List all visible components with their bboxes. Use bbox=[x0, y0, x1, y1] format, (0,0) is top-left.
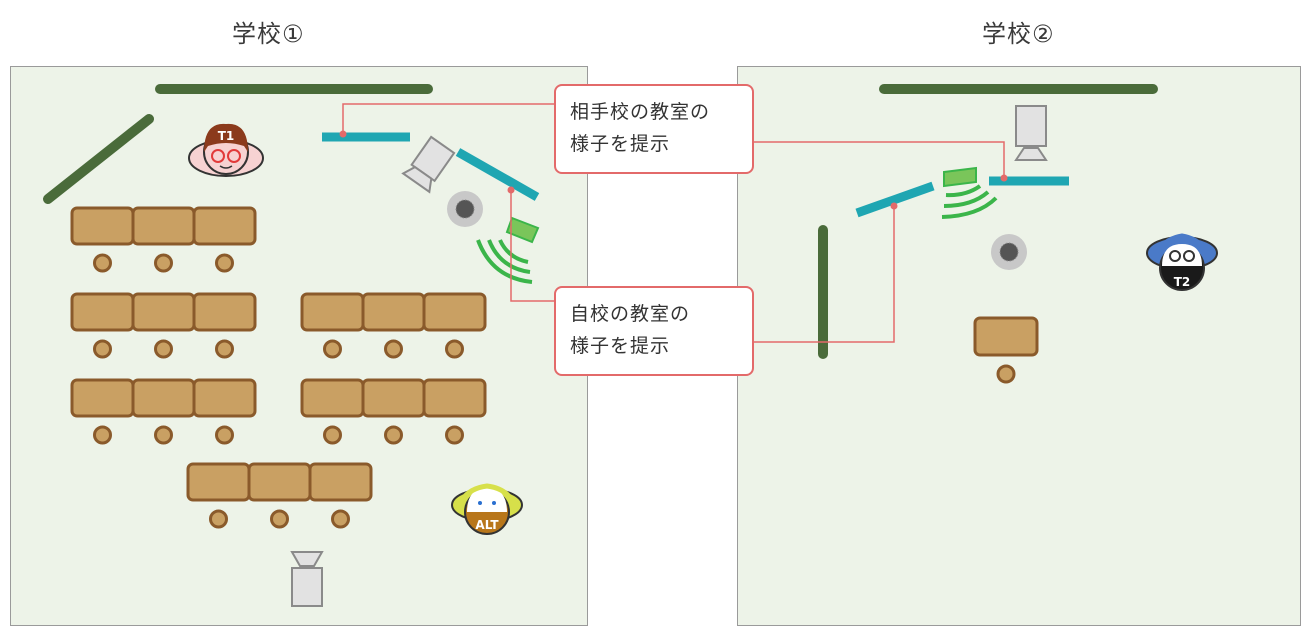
callout-leader-lines bbox=[342, 103, 1005, 343]
student-desk bbox=[300, 292, 365, 332]
speaker-icon bbox=[476, 216, 540, 284]
student-desk bbox=[131, 378, 196, 418]
callout-partner-classroom: 相手校の教室の 様子を提示 bbox=[554, 84, 754, 174]
student-chair bbox=[215, 425, 234, 445]
student-desk bbox=[131, 206, 196, 246]
student-chair bbox=[445, 339, 464, 359]
student-chair bbox=[331, 509, 350, 529]
student-chair bbox=[384, 425, 403, 445]
student-desk bbox=[300, 378, 365, 418]
student-desks bbox=[70, 206, 487, 529]
student-desk bbox=[422, 378, 487, 418]
speaker-icon bbox=[941, 166, 998, 219]
student-chair bbox=[154, 425, 173, 445]
student-desk bbox=[70, 206, 135, 246]
school-1-title: 学校① bbox=[232, 20, 305, 48]
student-chair bbox=[323, 339, 342, 359]
blackboard-side bbox=[43, 114, 154, 204]
student-desk bbox=[192, 206, 257, 246]
camera-icon bbox=[401, 135, 456, 194]
callout-partner-line1: 相手校の教室の bbox=[570, 101, 711, 123]
school-2-title: 学校② bbox=[982, 20, 1055, 48]
student-desk bbox=[70, 378, 135, 418]
alt-teacher-avatar: ALT bbox=[451, 483, 523, 535]
callout-own-classroom: 自校の教室の 様子を提示 bbox=[554, 286, 754, 376]
student-desk bbox=[70, 292, 135, 332]
teacher-t2-avatar: T2 bbox=[1146, 233, 1218, 291]
student-chair bbox=[93, 425, 112, 445]
student-desk bbox=[422, 292, 487, 332]
student-chair bbox=[384, 339, 403, 359]
student-chair bbox=[93, 253, 112, 273]
student-desk bbox=[361, 378, 426, 418]
microphone-icon bbox=[991, 234, 1027, 270]
student-desk bbox=[131, 292, 196, 332]
callout-own-line1: 自校の教室の bbox=[570, 303, 691, 325]
student-desk bbox=[192, 292, 257, 332]
student-chair bbox=[154, 339, 173, 359]
student-desk bbox=[308, 462, 373, 502]
student-chair bbox=[215, 253, 234, 273]
student-chair bbox=[445, 425, 464, 445]
teacher-t1-label: T1 bbox=[218, 129, 235, 143]
student-chair bbox=[209, 509, 228, 529]
student-chair bbox=[154, 253, 173, 273]
callout-partner-line2: 様子を提示 bbox=[570, 133, 671, 155]
alt-teacher-label: ALT bbox=[475, 518, 499, 532]
teacher-t1-avatar: T1 bbox=[188, 123, 264, 177]
classroom-layout-diagram: T1 ALT bbox=[43, 84, 1218, 607]
teacher-desk bbox=[973, 316, 1039, 384]
screen-own bbox=[455, 148, 540, 201]
student-chair bbox=[93, 339, 112, 359]
student-desk bbox=[192, 378, 257, 418]
camera-icon bbox=[290, 551, 324, 607]
student-desk bbox=[247, 462, 312, 502]
callout-own-line2: 様子を提示 bbox=[570, 335, 671, 357]
teacher-t2-label: T2 bbox=[1174, 275, 1191, 289]
camera-icon bbox=[1014, 105, 1048, 161]
microphone-icon bbox=[447, 191, 483, 227]
student-desk bbox=[186, 462, 251, 502]
student-chair bbox=[323, 425, 342, 445]
student-desk bbox=[361, 292, 426, 332]
student-chair bbox=[215, 339, 234, 359]
screen-own bbox=[855, 181, 935, 218]
leader-line-endpoints bbox=[339, 130, 1008, 210]
student-chair bbox=[270, 509, 289, 529]
